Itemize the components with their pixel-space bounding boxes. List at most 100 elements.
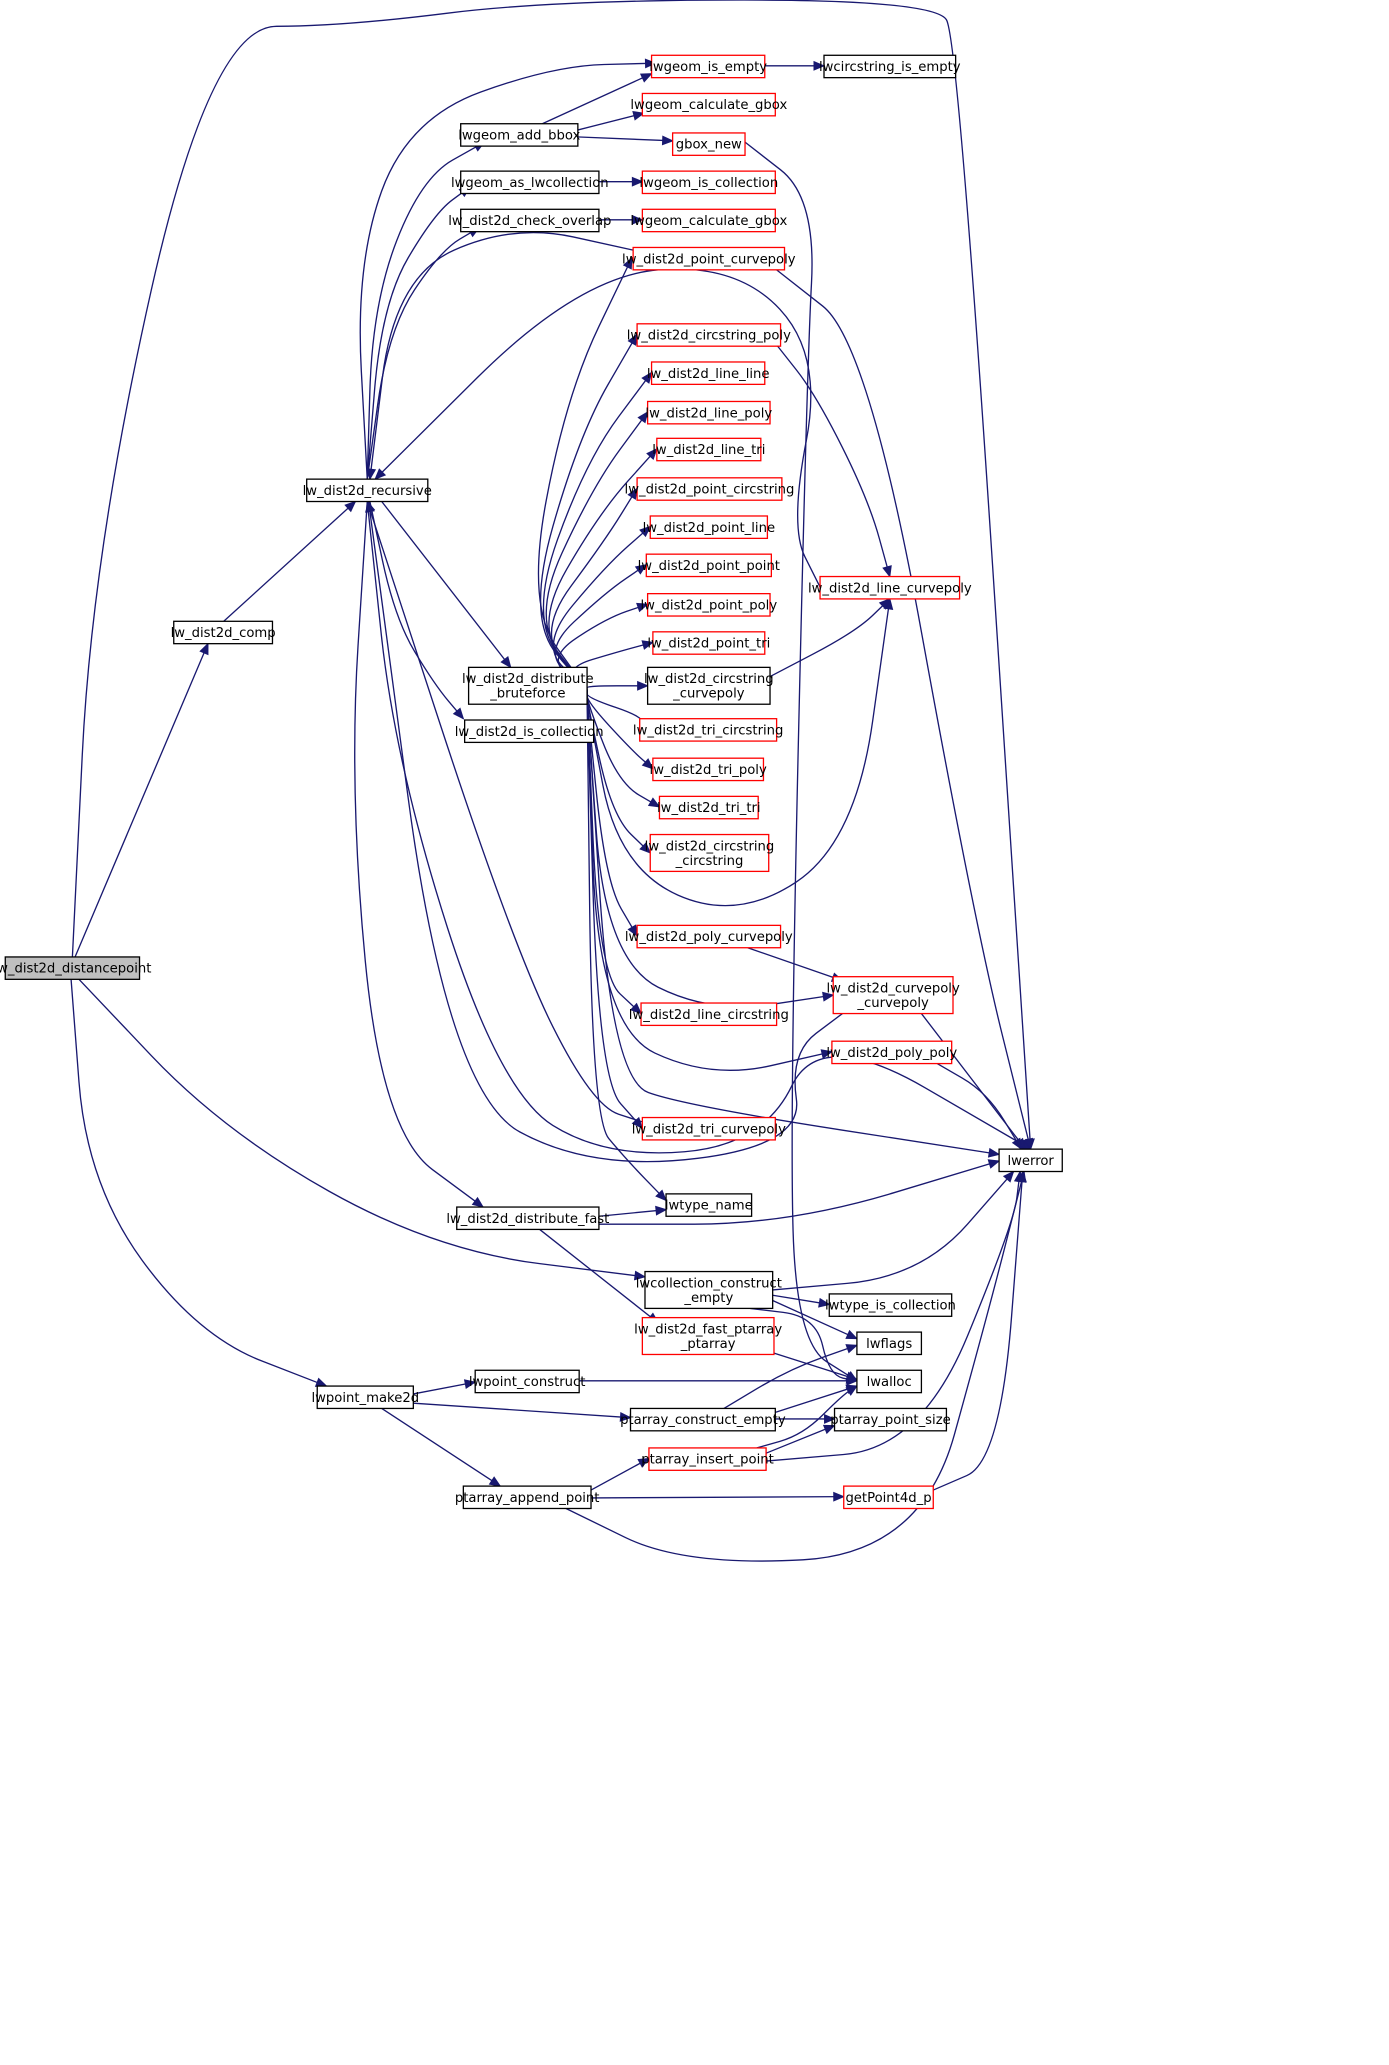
node-lw-dist2d-line-poly[interactable]: lw_dist2d_line_poly (645, 400, 772, 425)
node-box[interactable] (650, 54, 766, 79)
node-lw-dist2d-distribute-fast[interactable]: lw_dist2d_distribute_fast (446, 1206, 609, 1231)
node-box[interactable] (831, 1040, 953, 1065)
node-lw-dist2d-tri-poly[interactable]: lw_dist2d_tri_poly (650, 757, 767, 782)
node-box[interactable] (464, 719, 595, 744)
node-box[interactable] (641, 92, 776, 117)
node-lw-dist2d-comp[interactable]: lw_dist2d_comp (171, 620, 276, 645)
node-lw-dist2d-poly-curvepoly[interactable]: lw_dist2d_poly_curvepoly (625, 924, 793, 949)
node-lw-dist2d-tri-curvepoly[interactable]: lw_dist2d_tri_curvepoly (632, 1116, 786, 1141)
node-box[interactable] (665, 1193, 753, 1217)
node-box[interactable] (636, 477, 783, 501)
node-box[interactable] (658, 795, 759, 820)
node-box[interactable] (316, 1385, 414, 1410)
node-box[interactable] (639, 718, 778, 742)
node-lw-dist2d-fast-ptarray-ptarray[interactable]: lw_dist2d_fast_ptarray_ptarray (634, 1316, 782, 1356)
node-lwcircstring-is-empty[interactable]: lwcircstring_is_empty (819, 54, 961, 79)
node-lw-dist2d-line-line[interactable]: lw_dist2d_line_line (647, 361, 770, 386)
node-lw-dist2d-point-circstring[interactable]: lw_dist2d_point_circstring (625, 477, 795, 501)
node-box[interactable] (641, 1316, 775, 1356)
node-lwalloc[interactable]: lwalloc (856, 1369, 923, 1394)
node-box[interactable] (646, 593, 771, 617)
node-lw-dist2d-poly-poly[interactable]: lw_dist2d_poly_poly (826, 1040, 957, 1065)
node-lw-dist2d-tri-tri[interactable]: lw_dist2d_tri_tri (657, 795, 761, 820)
node-box[interactable] (856, 1331, 923, 1356)
node-box[interactable] (646, 400, 771, 425)
node-lw-dist2d-circstring-circstring[interactable]: lw_dist2d_circstring_circstring (645, 833, 775, 873)
node-box[interactable] (641, 170, 776, 195)
node-box[interactable] (823, 54, 957, 79)
node-box[interactable] (649, 833, 770, 873)
node-lw-dist2d-circstring-curvepoly[interactable]: lw_dist2d_circstring_curvepoly (644, 666, 774, 705)
node-box[interactable] (460, 208, 600, 233)
node-box[interactable] (636, 924, 782, 949)
node-box[interactable] (671, 132, 746, 156)
node-lw-dist2d-distancepoint[interactable]: lw_dist2d_distancepoint (0, 956, 151, 980)
node-lwgeom-is-empty[interactable]: lwgeom_is_empty (649, 54, 767, 79)
node-gbox-new[interactable]: gbox_new (671, 132, 746, 156)
node-box[interactable] (467, 666, 588, 705)
node-ptarray-point-size[interactable]: ptarray_point_size (830, 1407, 951, 1432)
node-ptarray-append-point[interactable]: ptarray_append_point (455, 1485, 600, 1510)
node-lw-dist2d-line-circstring[interactable]: lw_dist2d_line_circstring (629, 1002, 789, 1027)
node-box[interactable] (828, 1293, 953, 1317)
node-box[interactable] (843, 1485, 934, 1510)
node-lw-dist2d-point-curvepoly[interactable]: lw_dist2d_point_curvepoly (622, 246, 796, 271)
node-box[interactable] (832, 976, 954, 1015)
node-lw-dist2d-point-point[interactable]: lw_dist2d_point_point (638, 553, 780, 578)
node-box[interactable] (462, 1485, 592, 1510)
node-box[interactable] (644, 1270, 774, 1310)
node-lw-dist2d-is-collection[interactable]: lw_dist2d_is_collection (455, 719, 604, 744)
node-box[interactable] (173, 620, 274, 645)
node-box[interactable] (656, 437, 762, 462)
node-box[interactable] (819, 575, 961, 600)
node-ptarray-insert-point[interactable]: ptarray_insert_point (641, 1447, 774, 1471)
node-lwgeom-add-bbox[interactable]: lwgeom_add_bbox (458, 123, 581, 147)
node-box[interactable] (645, 553, 773, 578)
node-box[interactable] (649, 515, 769, 540)
node-lw-dist2d-line-curvepoly[interactable]: lw_dist2d_line_curvepoly (808, 575, 972, 600)
node-lw-dist2d-recursive[interactable]: lw_dist2d_recursive (303, 478, 432, 503)
node-box[interactable] (650, 361, 766, 386)
node-lwgeom-as-lwcollection[interactable]: lwgeom_as_lwcollection (451, 170, 609, 195)
node-lwgeom-is-collection[interactable]: lwgeom_is_collection (639, 170, 778, 195)
node-box[interactable] (460, 123, 579, 147)
node-lw-dist2d-distribute-bruteforce[interactable]: lw_dist2d_distribute_bruteforce (462, 666, 594, 705)
node-lwcollection-construct-empty[interactable]: lwcollection_construct_empty (636, 1270, 782, 1310)
node-getpoint4d-p[interactable]: getPoint4d_p (843, 1485, 934, 1510)
node-box[interactable] (474, 1369, 580, 1394)
node-box[interactable] (998, 1148, 1063, 1173)
node-box[interactable] (460, 170, 600, 195)
node-box[interactable] (636, 323, 782, 347)
node-box[interactable] (648, 1447, 767, 1471)
node-lwgeom-calculate-gbox[interactable]: lwgeom_calculate_gbox (630, 92, 787, 117)
node-lwtype-is-collection[interactable]: lwtype_is_collection (825, 1293, 956, 1317)
node-box[interactable] (632, 246, 786, 271)
node-box[interactable] (641, 208, 776, 233)
node-lwgeom-calculate-gbox[interactable]: lwgeom_calculate_gbox (630, 208, 787, 233)
node-lwtype-name[interactable]: lwtype_name (665, 1193, 753, 1217)
node-box[interactable] (456, 1206, 600, 1231)
node-lw-dist2d-line-tri[interactable]: lw_dist2d_line_tri (652, 437, 765, 462)
node-lwerror[interactable]: lwerror (998, 1148, 1063, 1173)
node-lw-dist2d-check-overlap[interactable]: lw_dist2d_check_overlap (448, 208, 611, 233)
node-lw-dist2d-tri-circstring[interactable]: lw_dist2d_tri_circstring (633, 718, 783, 742)
node-box[interactable] (306, 478, 429, 503)
node-box[interactable] (652, 757, 765, 782)
node-lwpoint-make2d[interactable]: lwpoint_make2d (311, 1385, 419, 1410)
node-box[interactable] (629, 1407, 776, 1432)
node-lwflags[interactable]: lwflags (856, 1331, 923, 1356)
node-box[interactable] (4, 956, 141, 980)
node-lwpoint-construct[interactable]: lwpoint_construct (469, 1369, 586, 1394)
node-lw-dist2d-curvepoly-curvepoly[interactable]: lw_dist2d_curvepoly_curvepoly (826, 976, 960, 1015)
node-box[interactable] (641, 1116, 776, 1141)
node-lw-dist2d-point-tri[interactable]: lw_dist2d_point_tri (647, 631, 770, 655)
node-ptarray-construct-empty[interactable]: ptarray_construct_empty (620, 1407, 786, 1432)
node-lw-dist2d-point-poly[interactable]: lw_dist2d_point_poly (641, 593, 778, 617)
node-box[interactable] (646, 666, 771, 705)
node-box[interactable] (833, 1407, 948, 1432)
node-box[interactable] (640, 1002, 778, 1027)
node-lw-dist2d-circstring-poly[interactable]: lw_dist2d_circstring_poly (627, 323, 791, 347)
node-box[interactable] (652, 631, 766, 655)
node-lw-dist2d-point-line[interactable]: lw_dist2d_point_line (643, 515, 776, 540)
node-box[interactable] (856, 1369, 923, 1394)
